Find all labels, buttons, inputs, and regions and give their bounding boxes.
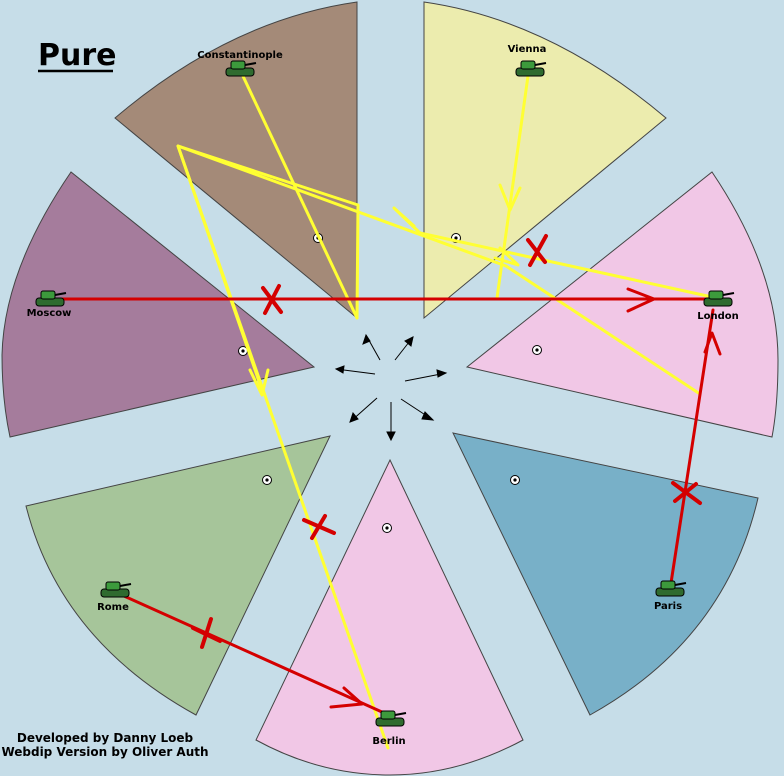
support-arrow-head: [493, 246, 520, 267]
territory-label-paris: Paris: [654, 601, 682, 612]
arrow-head-icon: [436, 369, 448, 378]
failed-marks-layer: [191, 234, 702, 649]
supply-center-icon: [510, 475, 520, 485]
units-layer: [35, 60, 735, 727]
territory-label-rome: Rome: [97, 602, 129, 613]
credits-webdip: Webdip Version by Oliver Auth: [1, 745, 208, 759]
support-order-line: [176, 144, 264, 392]
arrow-head-icon: [404, 336, 414, 347]
map-title: Pure: [38, 38, 117, 73]
supply-center-icon: [262, 475, 272, 485]
territory-vienna[interactable]: [423, 1, 667, 320]
territory-label-moscow: Moscow: [27, 308, 72, 319]
arrow-head-icon: [386, 431, 396, 442]
arrow-head-icon: [421, 411, 435, 421]
army-icon[interactable]: [375, 710, 407, 727]
support-orders-layer: [176, 72, 714, 750]
army-icon[interactable]: [703, 290, 735, 307]
failed-order-x-icon: [671, 481, 702, 505]
territory-label-vienna: Vienna: [508, 44, 547, 55]
arrow-head-icon: [329, 686, 364, 709]
support-order-line: [176, 144, 702, 396]
move-order-rome-berlin: [122, 594, 384, 714]
army-icon[interactable]: [225, 60, 257, 77]
arrow-head-icon: [349, 411, 359, 423]
army-icon[interactable]: [515, 60, 547, 77]
credits: Developed by Danny Loeb Webdip Version b…: [1, 731, 208, 759]
territory-label-london: London: [697, 311, 739, 322]
territory-labels-layer: Constantinople Vienna London Paris Berli…: [27, 44, 739, 747]
arrow-head-icon: [362, 333, 371, 345]
failed-order-x-icon: [526, 234, 548, 267]
supply-center-icon: [238, 346, 248, 356]
support-order-line: [240, 72, 359, 320]
support-arrow-head: [248, 368, 270, 397]
move-orders-layer: [60, 287, 722, 714]
support-order-line: [392, 206, 714, 299]
failed-order-x-icon: [302, 514, 336, 540]
territory-label-berlin: Berlin: [372, 736, 405, 747]
army-icon[interactable]: [100, 581, 132, 598]
army-icon[interactable]: [35, 290, 67, 307]
support-order-line: [176, 144, 390, 750]
credits-developer: Developed by Danny Loeb: [17, 731, 194, 745]
supply-center-icon: [532, 345, 542, 355]
failed-order-x-icon: [191, 617, 222, 649]
failed-order-x-icon: [261, 284, 283, 315]
territory-berlin[interactable]: [255, 458, 524, 776]
center-direction-arrows: [334, 333, 448, 442]
territory-label-constantinople: Constantinople: [197, 50, 283, 61]
territory-moscow[interactable]: [1, 171, 316, 438]
arrow-head-icon: [334, 365, 345, 374]
support-arrow-head: [498, 183, 522, 212]
territory-constantinople[interactable]: [114, 1, 358, 320]
arrow-head-icon: [703, 331, 722, 356]
territory-london[interactable]: [465, 171, 779, 438]
supply-center-icon: [382, 523, 392, 533]
territory-rome[interactable]: [25, 435, 331, 716]
move-order-paris-london: [669, 308, 715, 585]
army-icon[interactable]: [655, 580, 687, 597]
arrow-head-icon: [626, 287, 656, 313]
